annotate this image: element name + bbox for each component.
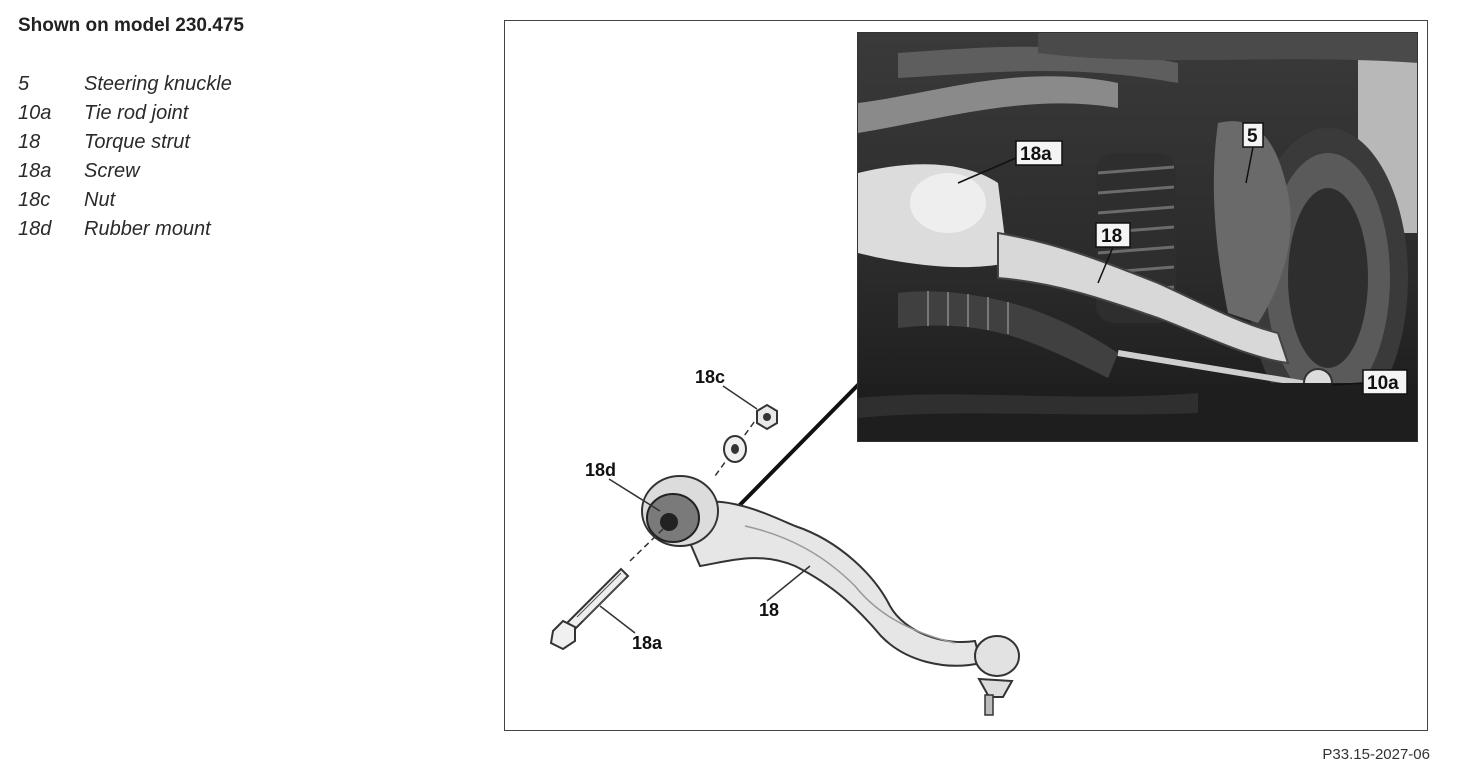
callout-18a: 18a bbox=[632, 633, 663, 653]
heading: Shown on model 230.475 bbox=[18, 15, 244, 36]
legend-item-number: 18c bbox=[18, 189, 51, 211]
photo-callout-5: 5 bbox=[1247, 126, 1258, 147]
legend-item-description: Torque strut bbox=[84, 131, 190, 153]
callout-18: 18 bbox=[759, 600, 779, 620]
legend-item-description: Rubber mount bbox=[84, 218, 211, 240]
legend-item: 18d Rubber mount bbox=[18, 215, 232, 244]
parts-legend: 5 Steering knuckle 10a Tie rod joint 18 … bbox=[18, 70, 232, 244]
legend-item-description: Tie rod joint bbox=[84, 102, 189, 124]
torque-strut-drawing bbox=[641, 475, 1020, 716]
legend-item: 18 Torque strut bbox=[18, 128, 232, 157]
legend-item-number: 18a bbox=[18, 160, 52, 182]
callout-18c: 18c bbox=[695, 367, 725, 387]
photo-inset: 18a 5 18 10a bbox=[857, 32, 1418, 442]
photo-callout-18: 18 bbox=[1101, 226, 1122, 247]
exploded-drawing: 18c 18d 18 18a bbox=[549, 257, 1020, 716]
legend-item-description: Nut bbox=[84, 189, 116, 211]
legend-item-number: 18d bbox=[18, 218, 52, 240]
photo-callout-10a: 10a bbox=[1367, 373, 1399, 394]
callout-18d: 18d bbox=[585, 460, 616, 480]
nut-18c-drawing bbox=[714, 403, 778, 477]
legend-item: 18a Screw bbox=[18, 157, 232, 186]
legend-item-number: 18 bbox=[18, 131, 41, 153]
figure-number: P33.15-2027-06 bbox=[1322, 746, 1430, 763]
legend-item: 10a Tie rod joint bbox=[18, 99, 232, 128]
legend-item-number: 10a bbox=[18, 102, 52, 124]
legend-item-description: Screw bbox=[84, 160, 140, 182]
screw-18a-drawing bbox=[549, 528, 664, 651]
legend-item-description: Steering knuckle bbox=[84, 73, 232, 95]
legend-item-number: 5 bbox=[18, 73, 30, 95]
figure-frame: 18c 18d 18 18a bbox=[504, 20, 1428, 731]
legend-item: 5 Steering knuckle bbox=[18, 70, 232, 99]
photo-callout-18a: 18a bbox=[1020, 144, 1052, 165]
suspension-photo: 18a 5 18 10a bbox=[858, 33, 1417, 441]
legend-item: 18c Nut bbox=[18, 186, 232, 215]
